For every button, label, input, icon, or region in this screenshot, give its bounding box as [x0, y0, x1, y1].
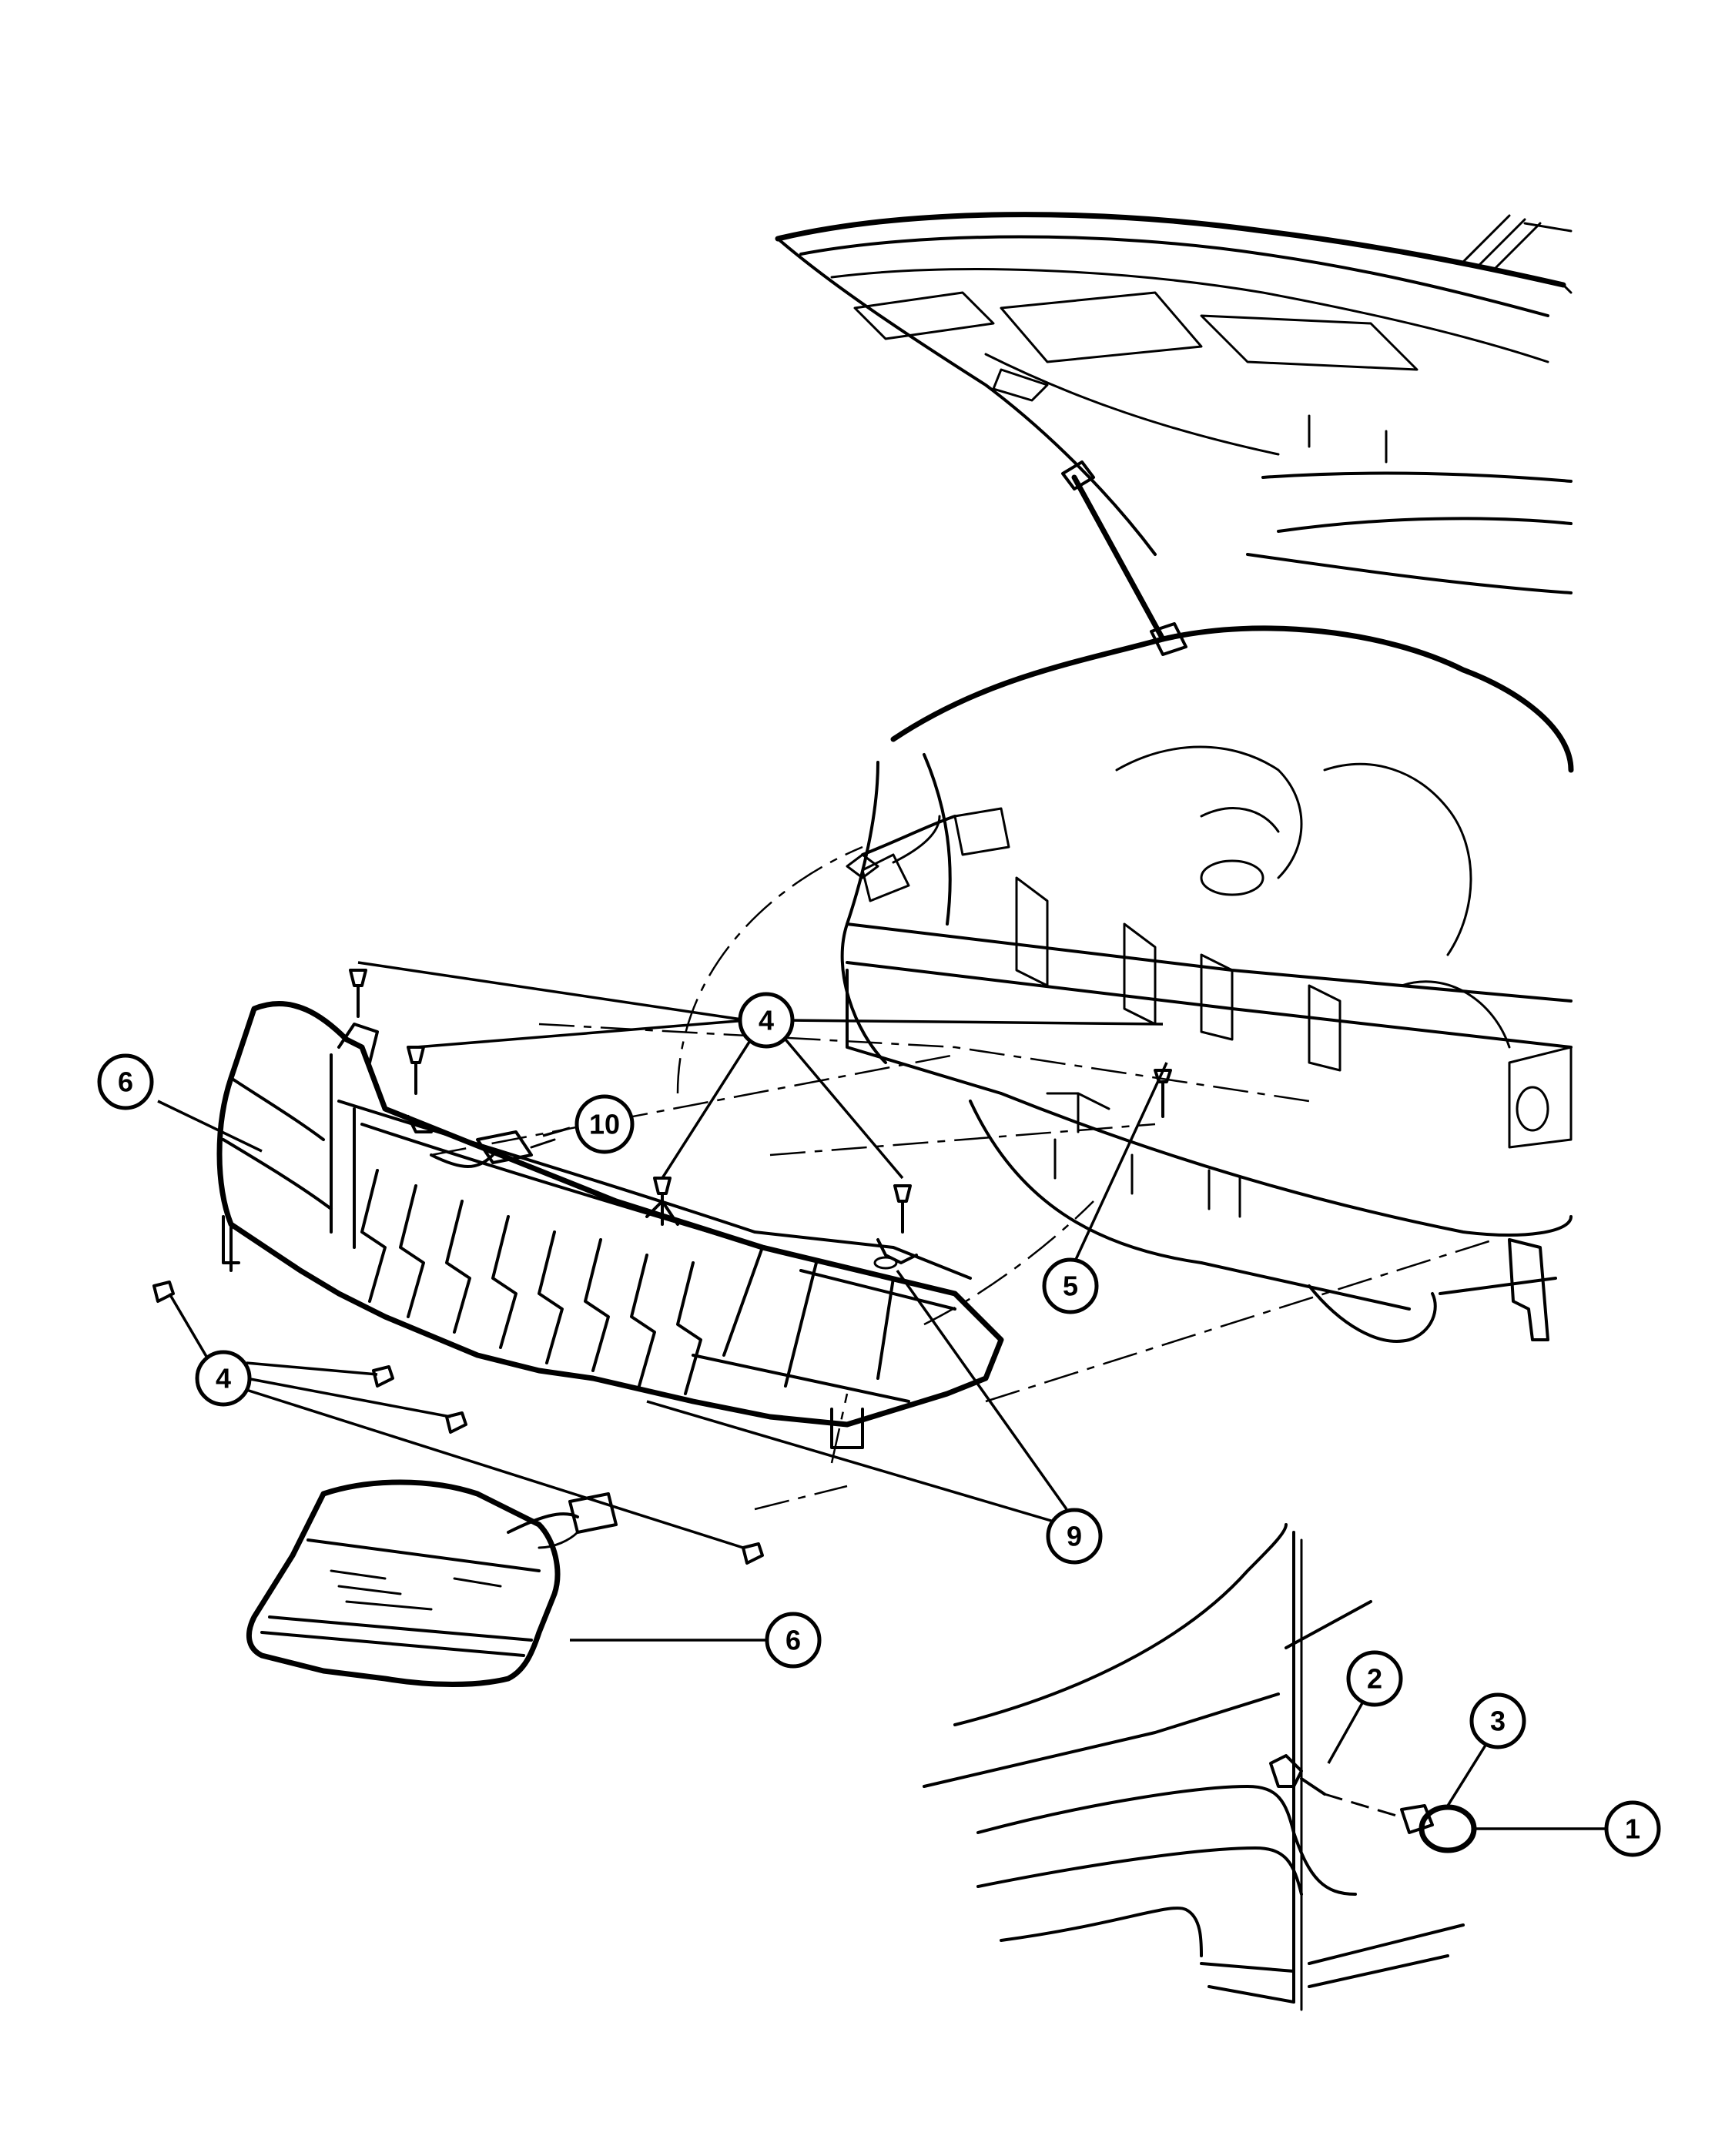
- callout-1: 1: [1604, 1800, 1661, 1857]
- callout-6-upper-label: 6: [118, 1066, 133, 1098]
- callout-10-label: 10: [589, 1109, 620, 1140]
- callout-4-lower-label: 4: [216, 1363, 231, 1394]
- callout-4-lower: 4: [195, 1350, 252, 1407]
- callout-3-label: 3: [1490, 1706, 1506, 1737]
- callout-6-lower: 6: [765, 1612, 822, 1669]
- callout-9-label: 9: [1067, 1521, 1082, 1552]
- assembly-guide-lines: [430, 845, 1495, 1511]
- callout-6-lower-label: 6: [785, 1625, 801, 1656]
- fasteners: [152, 969, 1172, 1565]
- callout-5: 5: [1042, 1257, 1099, 1314]
- callout-4-upper: 4: [738, 992, 795, 1049]
- hood-illustration: [775, 212, 1573, 656]
- callout-4-upper-label: 4: [759, 1005, 774, 1036]
- leader-lines: [157, 961, 1609, 1830]
- grille-headlamp-assembly: [216, 1001, 1004, 1449]
- side-marker-detail-illustration: [923, 1523, 1477, 2011]
- headlamp-illustration: [246, 1479, 618, 1687]
- callout-3: 3: [1469, 1692, 1526, 1749]
- vehicle-body-illustration: [840, 625, 1574, 1343]
- callout-2: 2: [1346, 1650, 1403, 1707]
- callout-9: 9: [1046, 1508, 1103, 1565]
- callout-1-label: 1: [1625, 1813, 1640, 1845]
- callout-6-upper: 6: [97, 1053, 154, 1110]
- callout-10: 10: [574, 1094, 635, 1154]
- wiring-connector-illustration: [430, 1130, 556, 1168]
- callout-5-label: 5: [1063, 1270, 1078, 1302]
- callout-2-label: 2: [1367, 1663, 1382, 1695]
